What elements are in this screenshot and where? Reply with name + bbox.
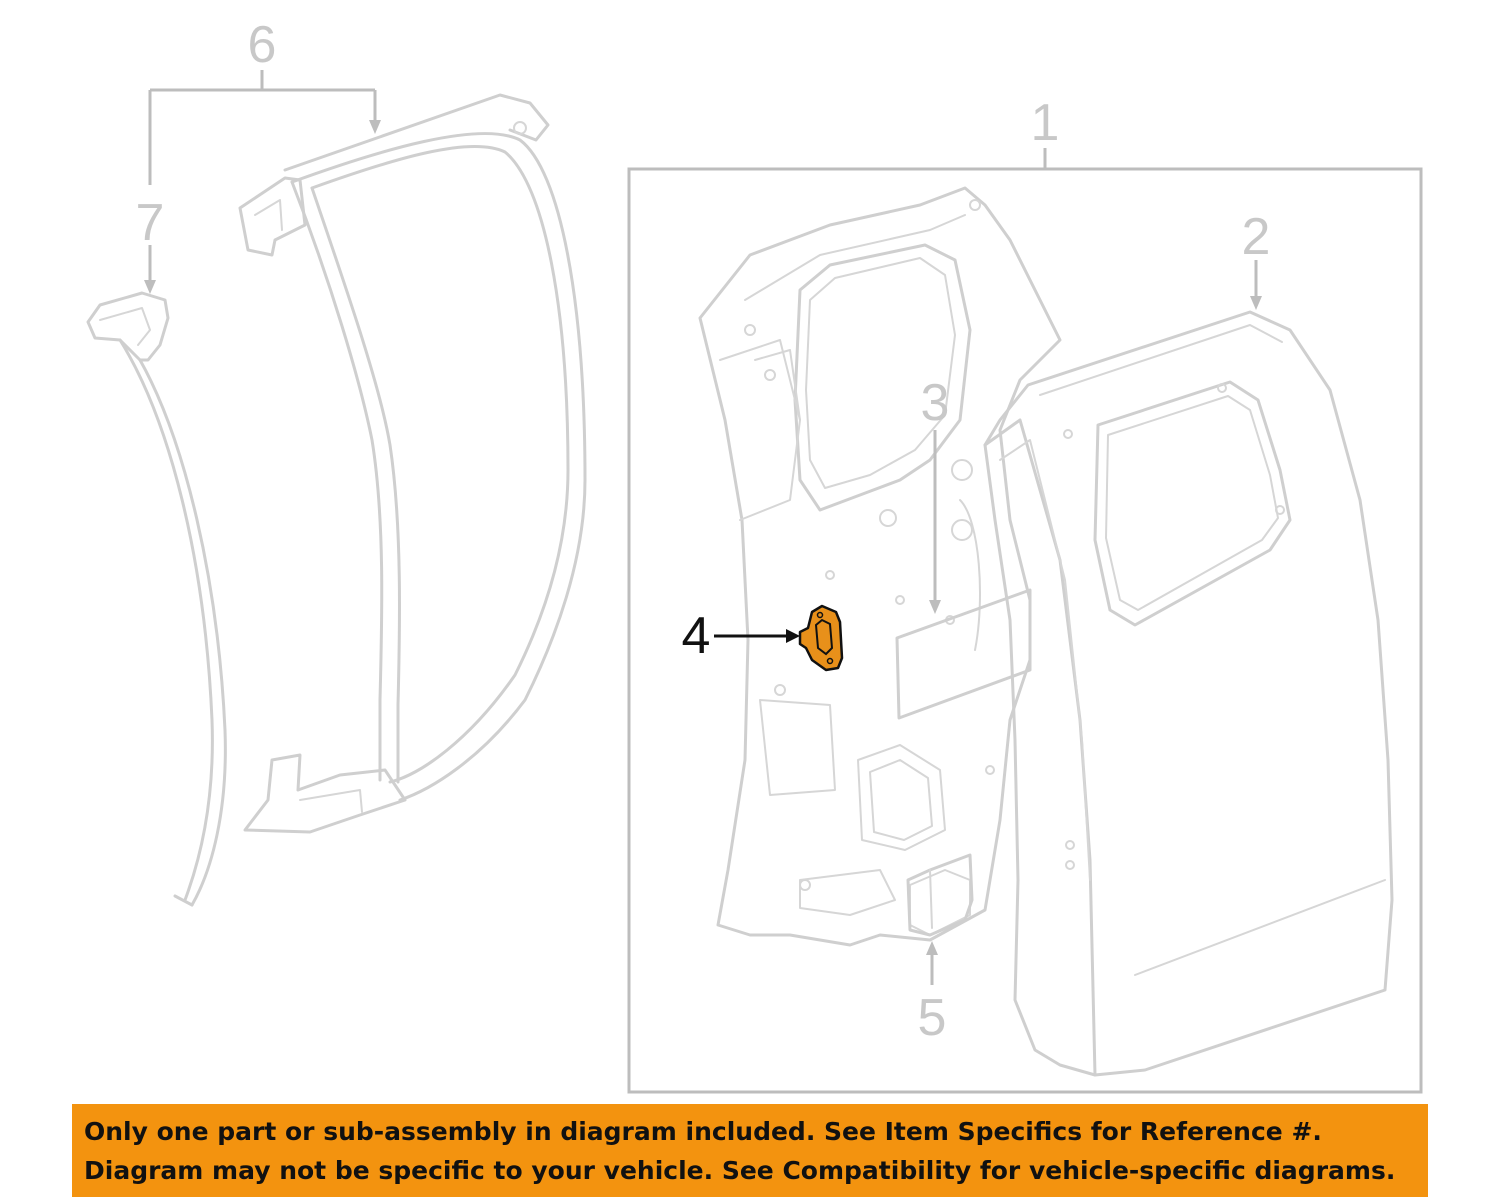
part-1-door-assembly-frame [627,167,1423,1094]
callout-2: 2 [1242,208,1271,266]
callout-4: 4 [682,607,711,665]
callout-7: 7 [136,194,165,252]
notice-line-1: Only one part or sub-assembly in diagram… [84,1117,1322,1146]
part-5-bracket [906,853,974,937]
callout-1: 1 [1031,94,1060,152]
callout-3: 3 [921,374,950,432]
callout-5: 5 [918,989,947,1047]
inner-door-shell [698,186,1062,947]
part-7-pillar-seal [86,291,227,907]
notice-line-2: Diagram may not be specific to your vehi… [84,1156,1396,1185]
part-4-highlighted [798,604,844,672]
part-3-label [895,588,1032,720]
part-6-door-weatherstrip [238,93,587,834]
part-2-outer-door-skin [983,310,1394,1077]
leader-lines [144,70,1262,985]
callout-labels: 6 7 1 2 3 4 5 [136,16,1271,1047]
notice-banner: Only one part or sub-assembly in diagram… [72,1104,1428,1197]
callout-6: 6 [248,16,277,74]
